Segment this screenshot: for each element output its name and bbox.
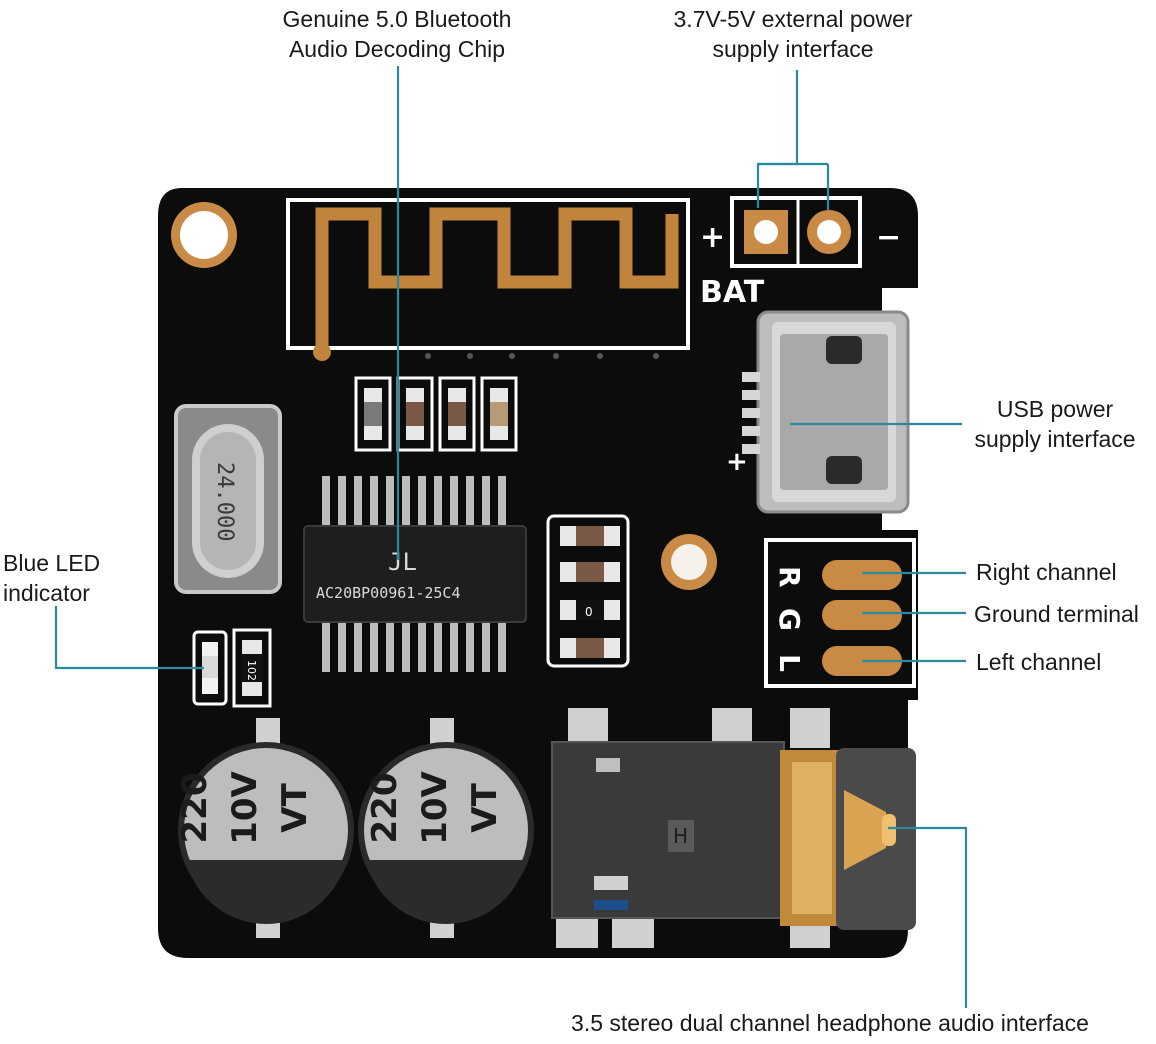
usb-callout: USB power supply interface	[962, 394, 1148, 454]
headphone-label: 3.5 stereo dual channel headphone audio …	[571, 1010, 1089, 1036]
chip-label-line1: Genuine 5.0 Bluetooth	[282, 6, 512, 32]
leader-headphone	[888, 826, 968, 1008]
chip-pins-top	[322, 476, 506, 528]
led-callout: Blue LED indicator	[3, 548, 100, 608]
usb-pins	[742, 372, 760, 454]
cap2-line3: VT	[465, 782, 505, 832]
leader-lines	[54, 66, 968, 1008]
chip-marking: AC20BP00961-25C4	[316, 584, 461, 602]
via-row	[425, 353, 659, 359]
pad-g-label: G	[773, 608, 806, 631]
electrolytic-cap-2	[358, 718, 534, 938]
jack-marking: H	[673, 824, 688, 848]
smd-components-top	[354, 376, 518, 452]
cap1-line1: 220	[175, 773, 215, 844]
crystal-marking: 24.000	[212, 462, 237, 541]
power-callout: 3.7V-5V external power supply interface	[640, 4, 946, 64]
bat-label: BAT	[700, 275, 765, 310]
electrolytic-cap-1	[178, 718, 354, 938]
chip-logo: JL	[388, 548, 417, 576]
pad-ground	[822, 600, 902, 630]
led-label-line2: indicator	[3, 580, 90, 606]
headphone-jack: H	[551, 708, 916, 948]
small-cap-marking: 0	[585, 605, 593, 619]
cap2-line1: 220	[365, 773, 405, 844]
power-label-line1: 3.7V-5V external power	[673, 6, 913, 32]
pad-right	[822, 560, 902, 590]
left-channel-label: Left channel	[976, 649, 1102, 675]
usb-plus-label: +	[726, 447, 748, 477]
usb-label-line2: supply interface	[974, 426, 1136, 452]
chip-label-line2: Audio Decoding Chip	[288, 36, 506, 62]
bat-plus-label: +	[700, 220, 725, 255]
smd-components-right: 0	[546, 514, 630, 668]
right-channel-label: Right channel	[976, 559, 1117, 585]
pcb-antenna	[315, 207, 679, 350]
pad-l-label: L	[773, 654, 806, 672]
leader-led	[54, 606, 204, 670]
cap2-line2: 10V	[415, 771, 455, 845]
resistor-marking: 102	[245, 660, 258, 681]
bat-terminal-box	[730, 196, 862, 268]
usb-label-line1: USB power	[996, 396, 1114, 422]
led-label-line1: Blue LED	[3, 550, 101, 576]
bluetooth-audio-chip	[303, 525, 527, 623]
chip-pins-bottom	[322, 620, 506, 672]
pad-r-label: R	[773, 566, 806, 588]
cap1-line3: VT	[275, 782, 315, 832]
power-label-line2: supply interface	[712, 36, 874, 62]
led-resistor	[232, 628, 272, 708]
bat-minus-label: −	[876, 220, 901, 255]
ground-terminal-label: Ground terminal	[974, 601, 1139, 627]
leader-power	[756, 70, 799, 208]
antenna-outline	[286, 198, 690, 350]
cap1-line2: 10V	[225, 771, 265, 845]
chip-callout: Genuine 5.0 Bluetooth Audio Decoding Chi…	[236, 4, 558, 64]
